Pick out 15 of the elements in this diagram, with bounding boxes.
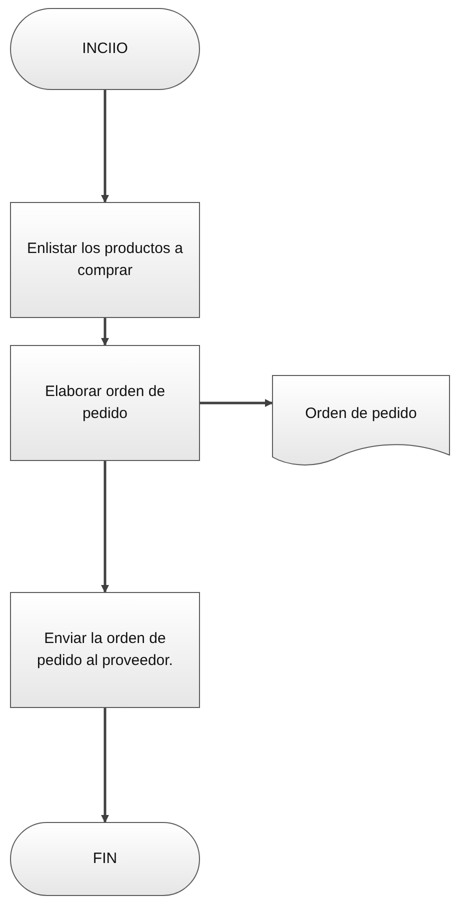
- arrow: [101, 461, 109, 593]
- document-shape: [272, 375, 450, 467]
- node-label: Enlistar los productos a comprar: [26, 239, 184, 281]
- node-label: INCIIO: [81, 39, 129, 60]
- arrow: [101, 708, 109, 823]
- node-label: Elaborar orden de pedido: [44, 382, 166, 424]
- node-label: Enviar la orden de pedido al proveedor.: [36, 629, 174, 671]
- process-box: [10, 202, 200, 318]
- node-label: Orden de pedido: [304, 404, 418, 424]
- arrow: [101, 318, 109, 346]
- process-box: [10, 592, 200, 708]
- arrow: [101, 90, 109, 203]
- arrow: [200, 399, 273, 407]
- node-label: FIN: [92, 849, 118, 870]
- process-box: [10, 345, 200, 461]
